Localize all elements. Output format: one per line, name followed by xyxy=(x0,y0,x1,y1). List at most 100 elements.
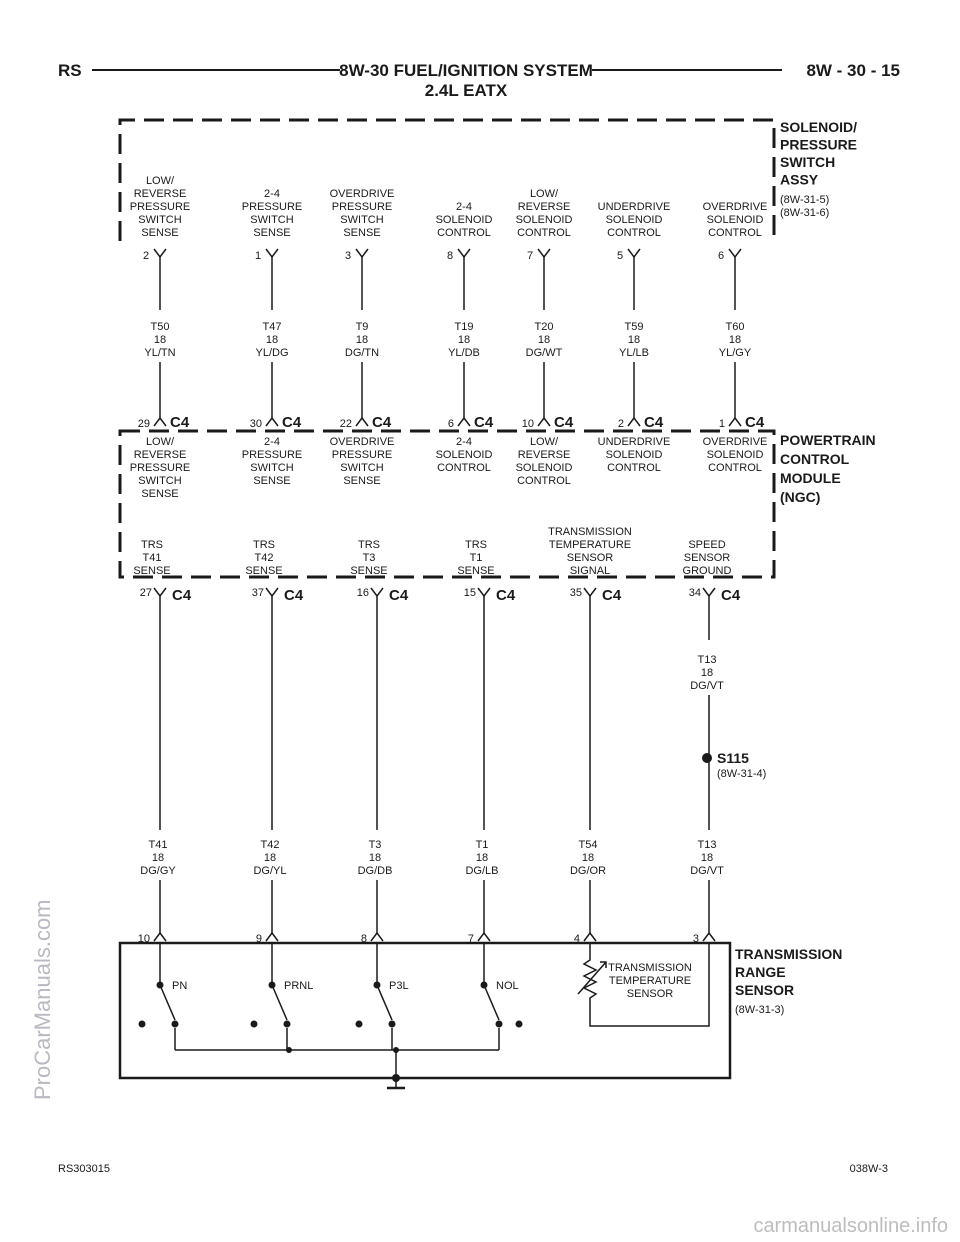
connector-name: C4 xyxy=(554,414,574,431)
trs-pin-symbol xyxy=(370,931,384,942)
solenoid-pin-symbol xyxy=(153,248,167,259)
connector-name: C4 xyxy=(496,587,516,604)
temperature-sensor-label: SENSOR xyxy=(627,988,674,1000)
pcm-pin-function-label: T1 xyxy=(470,552,483,564)
pcm-pin-function-label: OVERDRIVE xyxy=(330,436,395,448)
pcm-pin-function-label: CONTROL xyxy=(517,475,571,487)
pcm-outline xyxy=(118,429,776,579)
pcm-pin-function-label: T41 xyxy=(143,552,162,564)
pcm-pin-function-label: TRANSMISSION xyxy=(548,526,632,538)
pcm-pin-number: 34 xyxy=(689,587,701,599)
solenoid-pin-function-label: REVERSE xyxy=(518,201,571,213)
trs-pin-number: 8 xyxy=(361,933,367,945)
wire-code-label: T13 xyxy=(698,839,717,851)
header-page-number: 8W - 30 - 15 xyxy=(806,61,900,80)
solenoid-pin-function-label: OVERDRIVE xyxy=(330,188,395,200)
pcm-pin-number: 2 xyxy=(618,418,624,430)
wire-code-label: 18 xyxy=(458,334,470,346)
pcm-pin-symbol xyxy=(355,416,369,427)
wire-code-label: YL/TN xyxy=(144,347,175,359)
solenoid-pin-function-label: CONTROL xyxy=(437,227,491,239)
switch-blade xyxy=(376,984,393,1021)
solenoid-assy-ref: (8W-31-6) xyxy=(780,207,829,219)
solenoid-pin-function-label: SWITCH xyxy=(250,214,293,226)
wire-code-label: T19 xyxy=(455,321,474,333)
pcm-pin-number: 10 xyxy=(522,418,534,430)
connector-name: C4 xyxy=(170,414,190,431)
temperature-sensor-label: TRANSMISSION xyxy=(608,962,692,974)
pcm-pin-number: 16 xyxy=(357,587,369,599)
wire-code-label: T60 xyxy=(726,321,745,333)
pcm-pin-function-label: TRS xyxy=(358,539,380,551)
wire-code-label: DG/VT xyxy=(690,680,724,692)
solenoid-pin-symbol xyxy=(457,248,471,259)
switch-contact xyxy=(355,1020,363,1028)
wire-code-label: DG/TN xyxy=(345,347,379,359)
pcm-pin-symbol xyxy=(457,416,471,427)
pcm-pin-function-label: SENSE xyxy=(343,475,380,487)
pcm-pin-symbol xyxy=(265,416,279,427)
solenoid-pin-number: 5 xyxy=(617,250,623,262)
solenoid-pin-number: 2 xyxy=(143,250,149,262)
trs-pin-symbol xyxy=(153,931,167,942)
wire-code-label: YL/LB xyxy=(619,347,649,359)
pcm-pin-symbol xyxy=(728,416,742,427)
pcm-pin-function-label: SENSE xyxy=(253,475,290,487)
solenoid-pin-function-label: SOLENOID xyxy=(707,214,764,226)
wire-code-label: T50 xyxy=(151,321,170,333)
trs-pin-number: 4 xyxy=(574,933,580,945)
solenoid-pin-function-label: SENSE xyxy=(141,227,178,239)
trs-pin-symbol xyxy=(583,931,597,942)
pcm-pin-function-label: SENSE xyxy=(350,565,387,577)
solenoid-pin-number: 8 xyxy=(447,250,453,262)
solenoid-pin-function-label: CONTROL xyxy=(607,227,661,239)
connector-name: C4 xyxy=(284,587,304,604)
wire-code-label: DG/WT xyxy=(526,347,563,359)
pcm-pin-function-label: SENSE xyxy=(457,565,494,577)
wire-code-label: YL/DG xyxy=(255,347,288,359)
trs-pin-symbol xyxy=(265,931,279,942)
wire-code-label: T54 xyxy=(579,839,598,851)
solenoid-pin-function-label: REVERSE xyxy=(134,188,187,200)
solenoid-pin-function-label: PRESSURE xyxy=(130,201,191,213)
wire-code-label: T20 xyxy=(535,321,554,333)
wire-code-label: 18 xyxy=(701,852,713,864)
page-header: RS 8W-30 FUEL/IGNITION SYSTEM 8W - 30 - … xyxy=(58,61,900,100)
trs-pin-number: 10 xyxy=(138,933,150,945)
connector-name: C4 xyxy=(474,414,494,431)
bus-junction xyxy=(286,1047,292,1053)
pcm-pin-function-label: CONTROL xyxy=(607,462,661,474)
pcm-pin-function-label: SENSE xyxy=(133,565,170,577)
pcm-pin-function-label: PRESSURE xyxy=(332,449,393,461)
pcm-pin-symbol xyxy=(265,587,279,598)
wire-code-label: DG/DB xyxy=(358,865,393,877)
pcm-pin-function-label: TRS xyxy=(465,539,487,551)
wire-code-label: 18 xyxy=(264,852,276,864)
pcm-pin-number: 22 xyxy=(340,418,352,430)
wire-code-label: 18 xyxy=(369,852,381,864)
footer-figure-id: RS303015 xyxy=(58,1163,110,1175)
wire-code-label: 18 xyxy=(152,852,164,864)
pcm-pin-function-label: LOW/ xyxy=(146,436,175,448)
pcm-label: CONTROL xyxy=(780,451,850,467)
pcm-pin-function-label: SWITCH xyxy=(138,475,181,487)
wire-code-label: 18 xyxy=(154,334,166,346)
pcm-pin-number: 29 xyxy=(138,418,150,430)
pcm-pin-function-label: REVERSE xyxy=(518,449,571,461)
pcm-pin-function-label: PRESSURE xyxy=(130,462,191,474)
wire-code-label: 18 xyxy=(476,852,488,864)
pcm-pin-symbol xyxy=(627,416,641,427)
wire-code-label: YL/GY xyxy=(719,347,752,359)
wire-code-label: T42 xyxy=(261,839,280,851)
solenoid-assy-ref: (8W-31-5) xyxy=(780,194,829,206)
pcm-pin-number: 37 xyxy=(252,587,264,599)
connector-name: C4 xyxy=(172,587,192,604)
wire-code-label: 18 xyxy=(729,334,741,346)
switch-blade xyxy=(271,984,288,1021)
